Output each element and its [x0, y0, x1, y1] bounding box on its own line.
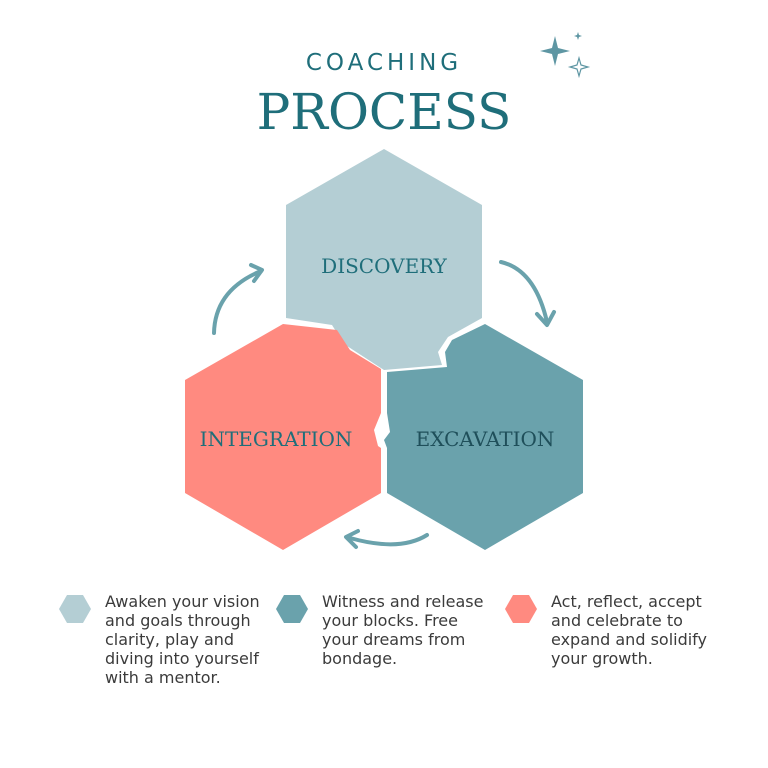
hexagon-icon [59, 595, 91, 623]
legend-text-excavation: Witness and release your blocks. Free yo… [322, 592, 484, 668]
legend-text-discovery: Awaken your vision and goals through cla… [105, 592, 260, 687]
excavation-hexagon [384, 324, 583, 550]
legend-text-integration: Act, reflect, accept and celebrate to ex… [551, 592, 707, 668]
sparkle-icon [540, 32, 591, 79]
discovery-label: DISCOVERY [321, 254, 447, 278]
cycle-arrow-icon [212, 260, 556, 549]
hexagon-icon [505, 595, 537, 623]
discovery-hexagon [286, 149, 482, 370]
excavation-label: EXCAVATION [416, 427, 555, 451]
integration-hexagon [185, 324, 381, 550]
integration-label: INTEGRATION [200, 427, 353, 451]
header-kicker: COACHING [305, 50, 463, 76]
page-title: PROCESS [256, 83, 512, 141]
hexagon-icon [276, 595, 308, 623]
